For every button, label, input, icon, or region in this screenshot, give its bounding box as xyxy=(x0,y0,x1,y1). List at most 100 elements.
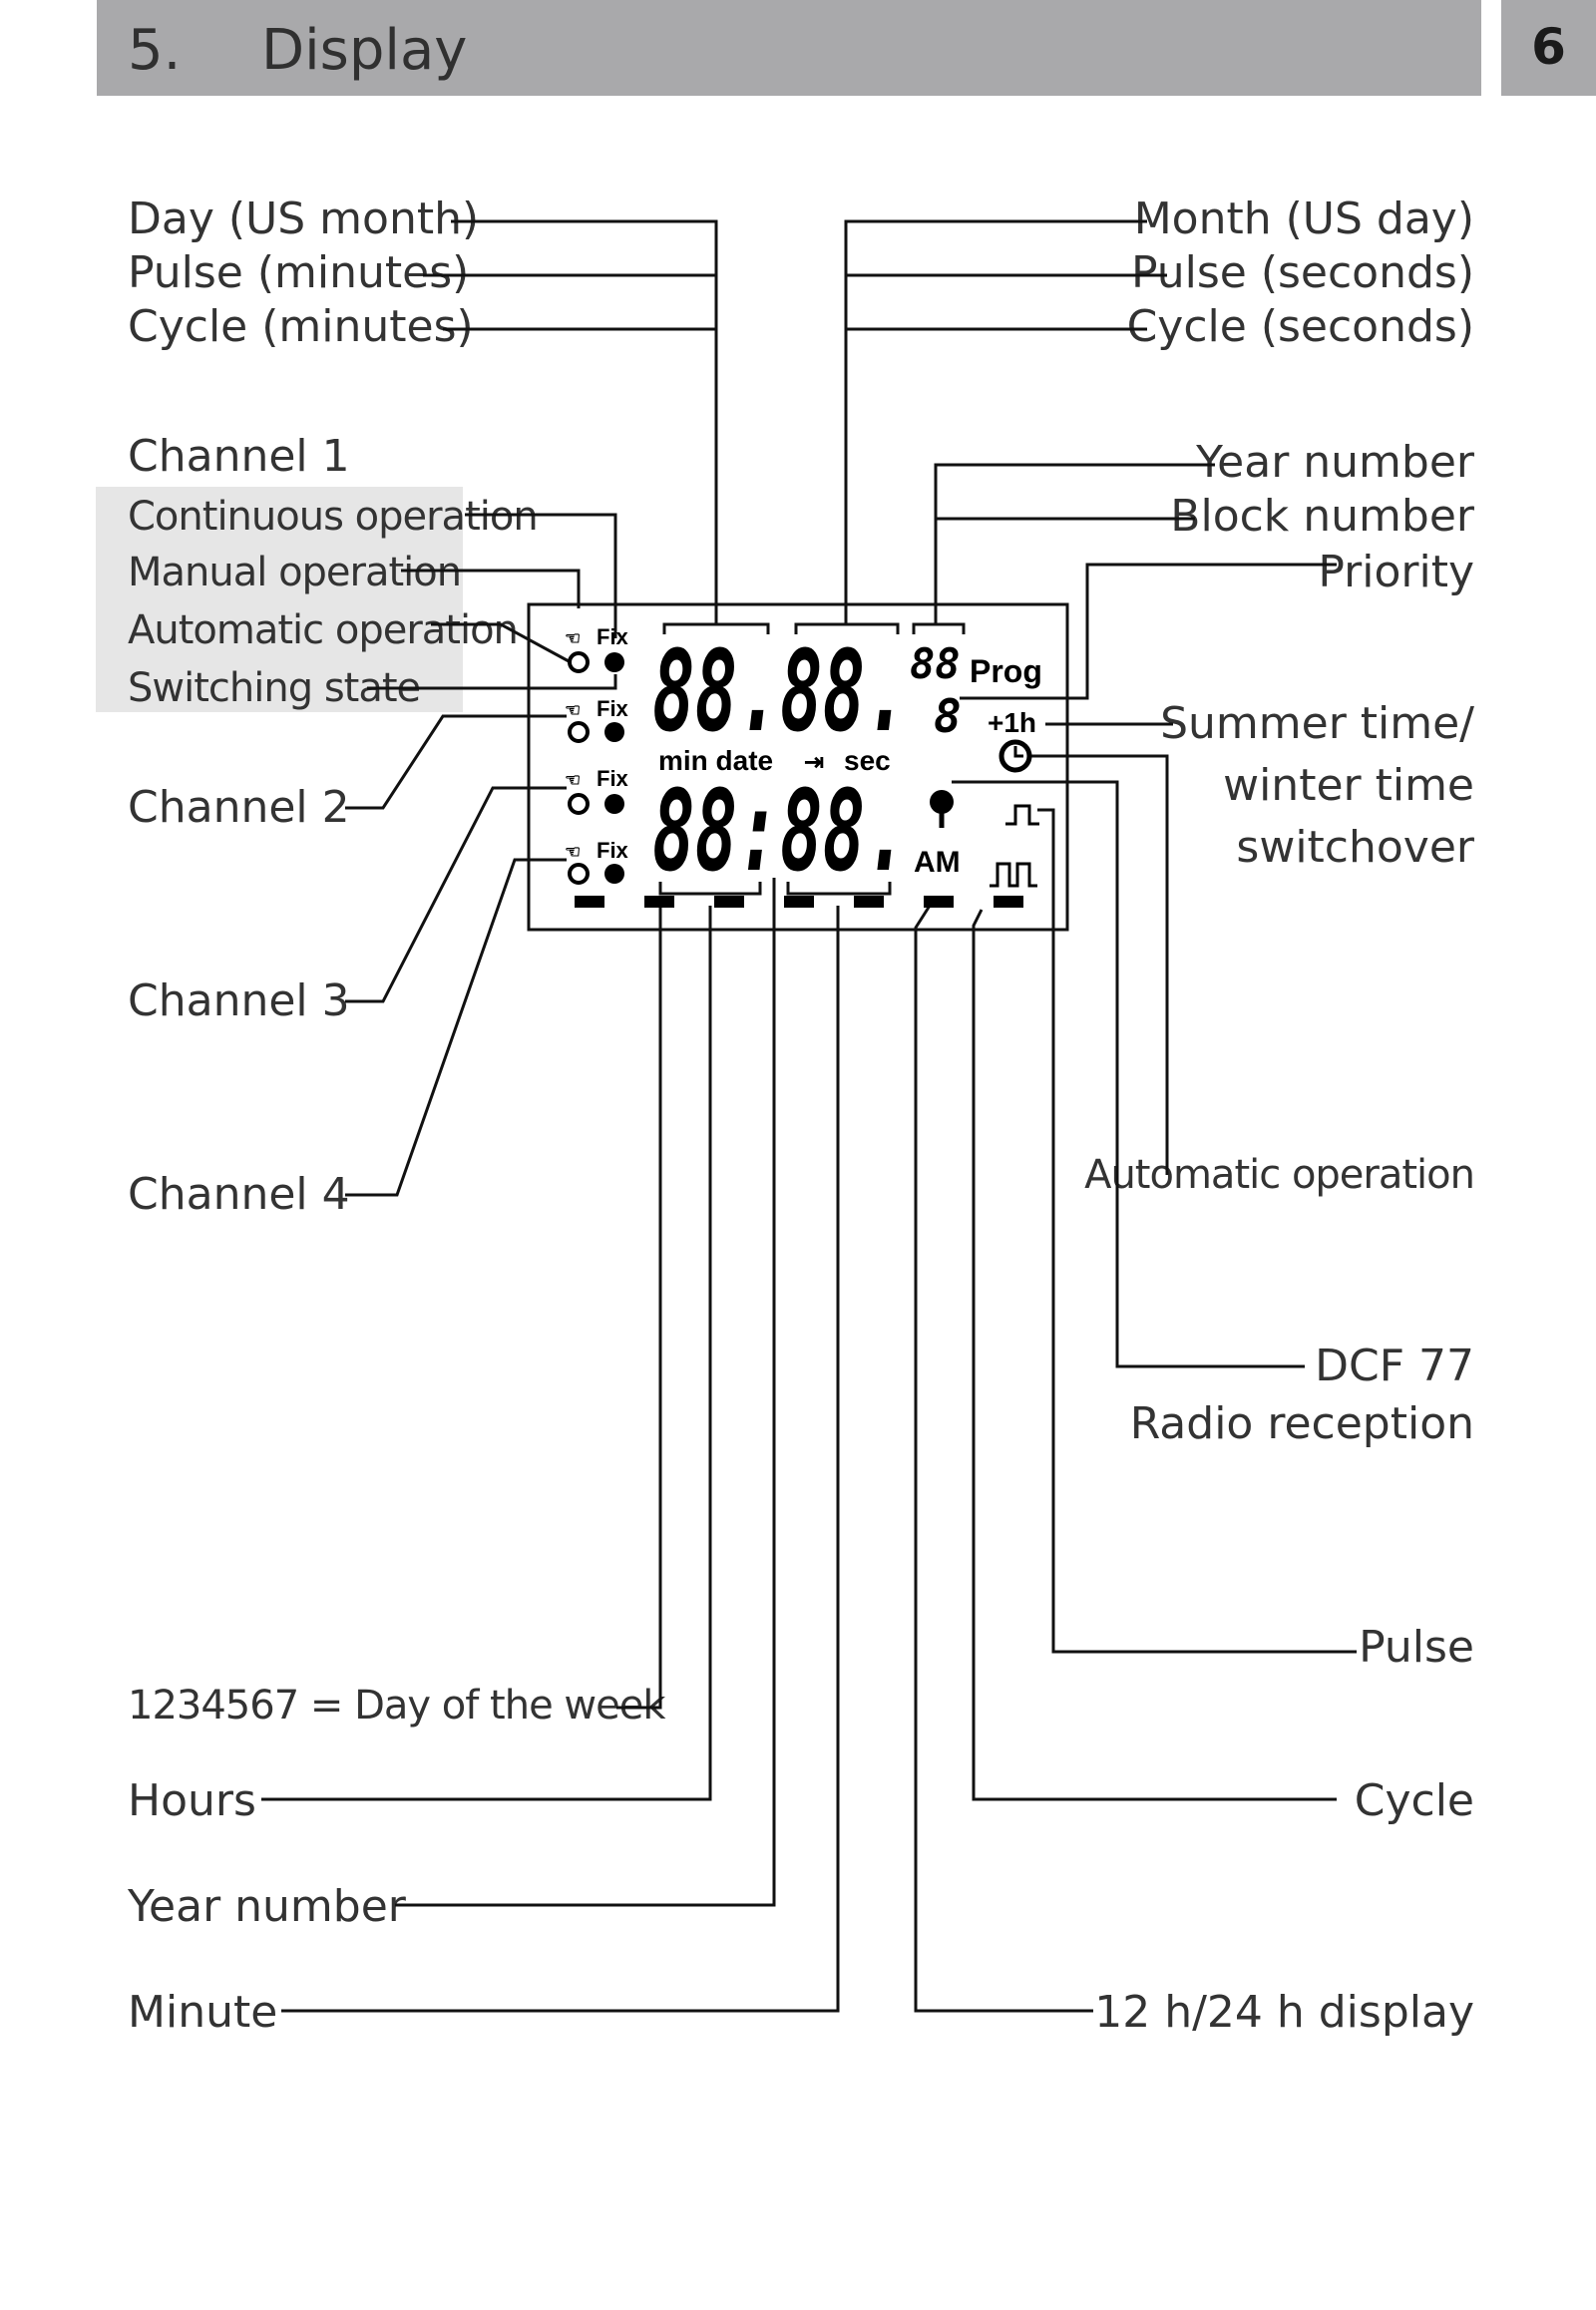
leader-channel3 xyxy=(345,786,567,1003)
lcd-mid-text: min date xyxy=(658,745,773,776)
leader-year-right xyxy=(934,463,1215,623)
leader-dcf xyxy=(952,780,1305,1368)
page-number-box: 6 xyxy=(1501,0,1596,96)
label-cycle-seconds: Cycle (seconds) xyxy=(1126,301,1474,352)
clock-icon xyxy=(568,651,590,673)
bracket-day xyxy=(662,622,770,634)
svg-text:☜: ☜ xyxy=(565,700,581,720)
leader-12-24 xyxy=(914,905,1093,2013)
label-block-number: Block number xyxy=(1170,491,1474,542)
fix-label-3: Fix xyxy=(597,766,629,791)
leader-switching xyxy=(367,674,617,690)
header-bar xyxy=(97,0,1481,96)
clock-hands xyxy=(1013,746,1023,758)
lcd-top-small: 88 xyxy=(910,639,961,688)
weekday-bar-5 xyxy=(854,896,884,908)
channel1-highlight xyxy=(96,487,463,712)
clock-icon xyxy=(568,793,590,815)
label-pulse-minutes: Pulse (minutes) xyxy=(128,247,470,298)
leader-month xyxy=(844,219,1147,623)
channel-icons: ☜ Fix ☜ Fix ☜ Fix ☜ Fix xyxy=(565,624,629,885)
label-year-number-right: Year number xyxy=(1196,437,1474,488)
label-summer-3: switchover xyxy=(1236,822,1474,873)
label-channel2: Channel 2 xyxy=(128,782,350,833)
page-title: Display xyxy=(261,18,468,83)
label-channel1: Channel 1 xyxy=(128,431,350,482)
channel4-icons: ☜ Fix xyxy=(565,838,629,885)
switch-state-icon xyxy=(604,794,624,814)
leader-automatic-right xyxy=(1031,754,1169,1175)
label-automatic-right: Automatic operation xyxy=(1084,1152,1475,1198)
label-priority: Priority xyxy=(1318,547,1474,597)
weekday-bar-3 xyxy=(714,896,744,908)
switch-state-icon xyxy=(604,864,624,884)
clock-icon xyxy=(568,721,590,743)
label-cycle-minutes: Cycle (minutes) xyxy=(128,301,474,352)
label-pulse: Pulse xyxy=(1359,1622,1474,1673)
bracket-year xyxy=(912,622,966,634)
label-continuous: Continuous operation xyxy=(128,494,539,540)
label-radio-reception: Radio reception xyxy=(1129,1398,1474,1449)
leader-cycle xyxy=(972,909,1337,1801)
bracket-hours xyxy=(658,882,762,896)
label-channel4: Channel 4 xyxy=(128,1169,350,1220)
lcd-prog: Prog xyxy=(970,653,1042,689)
label-automatic-left: Automatic operation xyxy=(128,607,519,653)
pulse-icon xyxy=(1005,804,1039,826)
page-number: 6 xyxy=(1531,18,1566,76)
label-hours: Hours xyxy=(128,1775,256,1826)
weekday-bar-6 xyxy=(924,896,954,908)
label-day-of-week: 1234567 = Day of the week xyxy=(128,1683,666,1729)
lcd-time-digits: 88:88. xyxy=(652,767,908,897)
weekday-bar-7 xyxy=(994,896,1023,908)
leader-hours xyxy=(261,906,712,1801)
leader-continuous xyxy=(465,513,617,638)
switch-state-icon xyxy=(604,722,624,742)
label-year-number-left: Year number xyxy=(128,1881,406,1932)
label-minute: Minute xyxy=(128,1987,278,2038)
label-manual: Manual operation xyxy=(128,550,462,595)
label-day: Day (US month) xyxy=(128,193,480,244)
channel3-icons: ☜ Fix xyxy=(565,766,629,815)
lcd-frame xyxy=(527,602,1069,932)
leader-day xyxy=(451,219,718,623)
lcd-block-digit: 8 xyxy=(934,689,962,743)
channel1-icons: ☜ Fix xyxy=(565,624,629,673)
leader-channel4 xyxy=(345,858,567,1197)
switch-state-icon xyxy=(604,652,624,672)
lcd-plus1h: +1h xyxy=(988,707,1036,738)
label-dcf: DCF 77 xyxy=(1315,1341,1474,1391)
svg-text:☜: ☜ xyxy=(565,770,581,790)
weekday-bar-2 xyxy=(644,896,674,908)
weekday-bars xyxy=(575,896,1023,908)
label-cycle: Cycle xyxy=(1354,1775,1474,1826)
leader-channel2 xyxy=(345,714,567,810)
lcd-top-digits: 88.88. xyxy=(652,627,908,757)
lcd-arrow: ⇥ xyxy=(804,749,824,776)
leader-manual xyxy=(401,569,581,608)
lcd-am: AM xyxy=(914,846,961,879)
fix-label-4: Fix xyxy=(597,838,629,863)
lcd-sec: sec xyxy=(844,745,891,776)
cycle-icon xyxy=(990,862,1037,888)
leader-minute xyxy=(281,906,840,2013)
weekday-bar-4 xyxy=(784,896,814,908)
section-number: 5. xyxy=(128,18,182,83)
label-12-24-display: 12 h/24 h display xyxy=(1094,1987,1474,2038)
label-summer-1: Summer time/ xyxy=(1160,698,1474,749)
fix-label-2: Fix xyxy=(597,696,629,721)
leader-year-bottom xyxy=(395,878,776,1907)
bracket-month xyxy=(794,622,900,634)
leader-automatic-left xyxy=(431,622,572,664)
svg-text:☜: ☜ xyxy=(565,842,581,862)
label-channel3: Channel 3 xyxy=(128,975,350,1026)
bracket-minutes xyxy=(786,882,892,896)
fix-label-1: Fix xyxy=(597,624,629,649)
leader-day-of-week xyxy=(616,906,662,1710)
leader-priority xyxy=(960,563,1337,700)
label-pulse-seconds: Pulse (seconds) xyxy=(1130,247,1474,298)
channel2-icons: ☜ Fix xyxy=(565,696,629,743)
svg-text:☜: ☜ xyxy=(565,628,581,648)
weekday-bar-1 xyxy=(575,896,604,908)
